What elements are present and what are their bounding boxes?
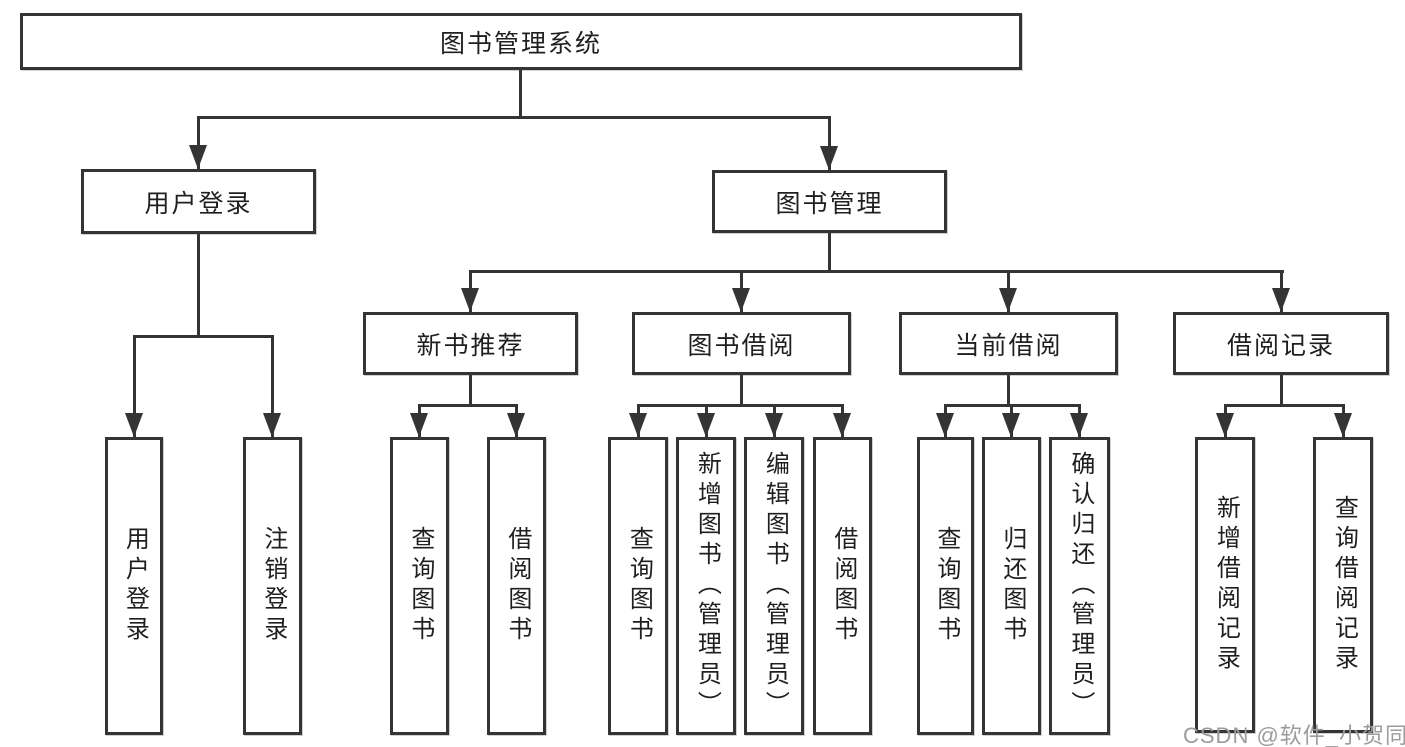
leaf-query-books-1: 查询图书 — [390, 437, 449, 735]
arrowhead-down-icon — [1070, 413, 1088, 437]
node-root-system: 图书管理系统 — [20, 13, 1022, 70]
arrowhead-down-icon — [461, 288, 479, 312]
arrowhead-down-icon — [410, 413, 428, 437]
connector-line — [133, 335, 274, 338]
watermark: CSDN @软件_小贺同学 — [1183, 723, 1405, 747]
leaf-query-books-3: 查询图书 — [917, 437, 974, 735]
node-label: 借阅记录 — [1226, 331, 1335, 360]
leaf-label: 新增借阅记录 — [1212, 495, 1240, 675]
node-user-login: 用户登录 — [81, 169, 316, 234]
leaf-return-books: 归还图书 — [982, 437, 1041, 735]
leaf-label: 查询图书 — [625, 526, 653, 646]
leaf-borrow-books-2: 借阅图书 — [813, 437, 872, 735]
leaf-label: 借阅图书 — [503, 526, 531, 646]
node-current-borrowing: 当前借阅 — [899, 312, 1118, 375]
arrowhead-down-icon — [1216, 413, 1234, 437]
arrowhead-down-icon — [936, 413, 954, 437]
leaf-label: 查询借阅记录 — [1330, 495, 1358, 675]
node-book-management: 图书管理 — [712, 170, 947, 233]
connector-line — [637, 404, 844, 407]
connector-line — [1224, 404, 1345, 407]
leaf-label: 查询图书 — [406, 526, 434, 646]
arrowhead-down-icon — [820, 146, 838, 170]
node-borrow-records: 借阅记录 — [1173, 312, 1389, 375]
leaf-label: 注销登录 — [259, 526, 287, 646]
arrowhead-down-icon — [1002, 413, 1020, 437]
node-book-borrowing: 图书借阅 — [632, 312, 851, 375]
arrowhead-down-icon — [1272, 288, 1290, 312]
connector-line — [418, 404, 518, 407]
leaf-label: 编辑图书（管理员） — [761, 451, 789, 721]
connector-line — [197, 116, 200, 169]
connector-line — [1007, 373, 1010, 407]
arrowhead-down-icon — [125, 413, 143, 437]
arrowhead-down-icon — [1334, 413, 1352, 437]
arrowhead-down-icon — [629, 413, 647, 437]
arrowhead-down-icon — [765, 413, 783, 437]
leaf-user-login: 用户登录 — [105, 437, 163, 735]
leaf-label: 查询图书 — [932, 526, 960, 646]
arrowhead-down-icon — [189, 145, 207, 169]
leaf-edit-books-admin: 编辑图书（管理员） — [744, 437, 804, 735]
arrowhead-down-icon — [263, 413, 281, 437]
node-label: 图书管理系统 — [439, 29, 602, 58]
node-label: 用户登录 — [144, 189, 253, 218]
leaf-add-borrow-record: 新增借阅记录 — [1195, 437, 1255, 733]
connector-line — [133, 335, 136, 437]
leaf-label: 用户登录 — [121, 526, 149, 646]
leaf-confirm-return-admin: 确认归还（管理员） — [1049, 437, 1110, 735]
connector-line — [828, 116, 831, 170]
arrowhead-down-icon — [833, 413, 851, 437]
connector-line — [197, 232, 200, 338]
leaf-label: 借阅图书 — [829, 526, 857, 646]
node-label: 图书管理 — [775, 189, 884, 218]
leaf-query-books-2: 查询图书 — [608, 437, 668, 735]
arrowhead-down-icon — [732, 288, 750, 312]
connector-line — [197, 116, 831, 119]
leaf-label: 新增图书（管理员） — [693, 451, 721, 721]
leaf-query-borrow-record: 查询借阅记录 — [1313, 437, 1373, 733]
node-label: 图书借阅 — [687, 331, 796, 360]
arrowhead-down-icon — [697, 413, 715, 437]
connector-line — [828, 231, 831, 273]
leaf-label: 归还图书 — [998, 526, 1026, 646]
node-label: 当前借阅 — [954, 331, 1063, 360]
arrowhead-down-icon — [999, 288, 1017, 312]
leaf-add-books-admin: 新增图书（管理员） — [676, 437, 736, 735]
connector-line — [271, 335, 274, 437]
node-new-book-recommend: 新书推荐 — [363, 312, 578, 375]
connector-line — [469, 373, 472, 407]
leaf-label: 确认归还（管理员） — [1066, 451, 1094, 721]
connector-line — [1280, 373, 1283, 407]
connector-line — [519, 68, 522, 118]
connector-line — [740, 373, 743, 407]
leaf-logout: 注销登录 — [243, 437, 302, 735]
arrowhead-down-icon — [507, 413, 525, 437]
leaf-borrow-books-1: 借阅图书 — [487, 437, 546, 735]
connector-line — [469, 270, 1284, 273]
node-label: 新书推荐 — [416, 331, 525, 360]
